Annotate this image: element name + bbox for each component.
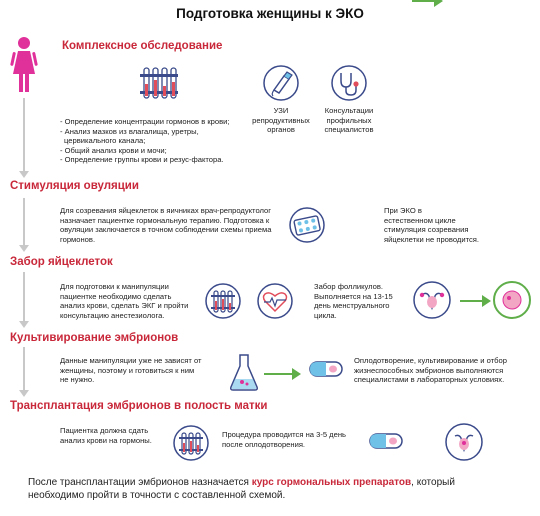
- collection-text: Для подготовки к манипуляции пациентке н…: [60, 282, 189, 320]
- stimulation-note: При ЭКО в естественном цикле стимуляция …: [384, 206, 479, 244]
- process-arrow: [412, 0, 443, 7]
- capsule-icon: [366, 428, 406, 454]
- list-item: - Определение группы крови и резус-факто…: [60, 155, 224, 165]
- process-arrow: [460, 295, 491, 307]
- capsule-icon: [306, 356, 346, 382]
- section-title-stimulation: Стимуляция овуляции: [10, 180, 139, 192]
- section-title-collection: Забор яйцеклеток: [10, 256, 113, 268]
- test-tubes-icon: [204, 282, 242, 320]
- culture-note: Оплодотворение, культивирование и отбор …: [354, 356, 507, 385]
- uterus-icon: [444, 422, 484, 462]
- flask-icon: [228, 352, 260, 392]
- test-tubes-icon: [137, 64, 181, 102]
- list-item: - Анализ мазков из влагалища, уретры,: [60, 126, 199, 136]
- page-title: Подготовка женщины к ЭКО: [176, 6, 364, 21]
- section-title-exam: Комплексное обследование: [62, 40, 223, 52]
- footer-note: После трансплантации эмбрионов назначает…: [28, 477, 455, 501]
- uzi-caption: УЗИ репродуктивных органов: [252, 106, 310, 135]
- exam-list: - Определение концентрации гормонов в кр…: [60, 117, 230, 165]
- flow-connector: [19, 198, 29, 252]
- culture-text: Данные манипуляции уже не зависят от жен…: [60, 356, 202, 385]
- heart-ecg-icon: [256, 282, 294, 320]
- highlight-text: курс гормональных препаратов: [251, 477, 412, 488]
- stethoscope-icon: [330, 64, 368, 102]
- consult-caption: Консультации профильных специалистов: [324, 106, 374, 135]
- uterus-icon: [412, 280, 452, 320]
- flow-connector: [19, 272, 29, 328]
- oocyte-icon: [492, 280, 532, 320]
- transplant-note: Процедура проводится на 3-5 день после о…: [222, 430, 346, 449]
- test-tubes-icon: [172, 424, 210, 462]
- flow-connector: [19, 347, 29, 397]
- list-item: - Общий анализ крови и мочи;: [60, 145, 167, 155]
- section-title-transplant: Трансплантация эмбрионов в полость матки: [10, 400, 268, 412]
- transplant-text: Пациентка должна сдать анализ крови на г…: [60, 426, 152, 445]
- stimulation-text: Для созревания яйцеклеток в яичниках вра…: [60, 206, 272, 244]
- process-arrow: [264, 368, 301, 380]
- flow-connector: [19, 98, 29, 178]
- list-item: цервикального канала;: [64, 136, 146, 146]
- woman-icon: [10, 36, 38, 94]
- pills-icon: [288, 206, 326, 244]
- list-item: - Определение концентрации гормонов в кр…: [60, 117, 230, 126]
- collection-note: Забор фолликулов. Выполняется на 13-15 д…: [314, 282, 393, 320]
- section-title-culture: Культивирование эмбрионов: [10, 332, 179, 344]
- ultrasound-icon: [262, 64, 300, 102]
